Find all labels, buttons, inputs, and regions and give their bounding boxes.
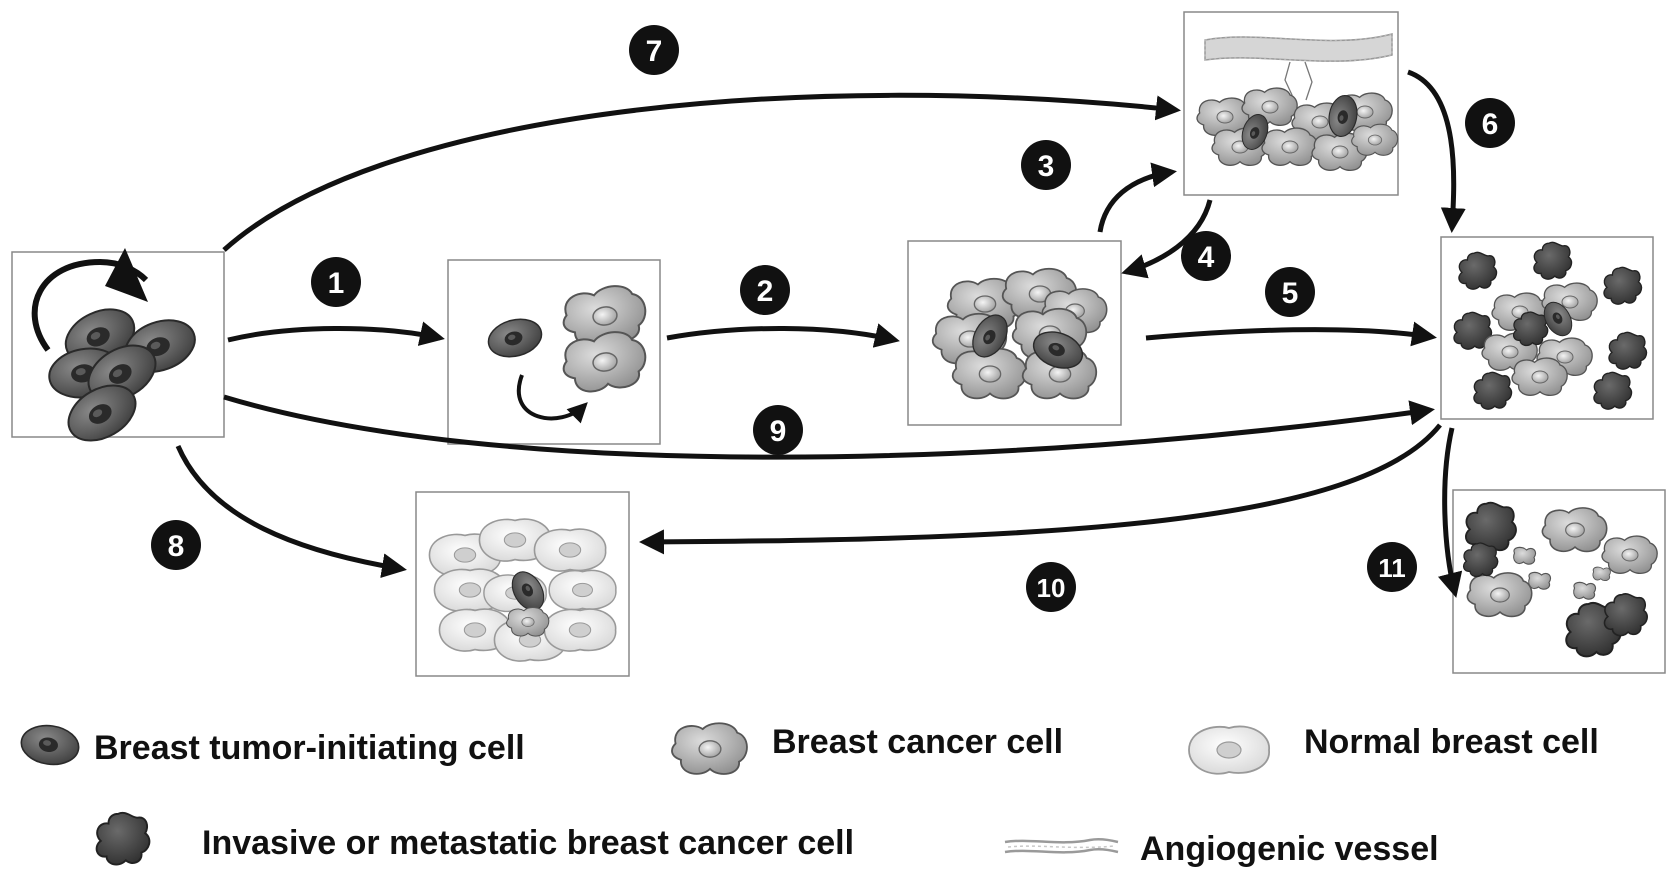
step-badge-2: 2 <box>740 265 790 315</box>
arrow-step-2 <box>666 323 900 348</box>
legend-cancer-cell-icon <box>671 722 748 775</box>
step-number: 5 <box>1282 277 1299 310</box>
arrow-step-4 <box>1121 199 1213 279</box>
arrow-step-10 <box>639 423 1442 555</box>
step-badge-7: 7 <box>629 25 679 75</box>
step-badge-5: 5 <box>1265 267 1315 317</box>
legend-label-cancer-cell: Breast cancer cell <box>772 723 1064 761</box>
arrow-step-1 <box>227 321 445 346</box>
step-badge-10: 10 <box>1026 562 1076 612</box>
legend-symbols <box>17 721 1271 866</box>
legend-normal-cell-icon <box>1188 725 1271 775</box>
step-badge-1: 1 <box>311 257 361 307</box>
panel-angiogenesis <box>1183 11 1399 196</box>
step-badge-6: 6 <box>1465 98 1515 148</box>
arrow-step-5 <box>1145 321 1437 347</box>
step-badge-3: 3 <box>1021 140 1071 190</box>
step-number: 9 <box>770 415 787 448</box>
panel-apoptosis <box>1452 489 1666 674</box>
step-number: 4 <box>1198 241 1215 274</box>
step-number: 10 <box>1037 573 1066 603</box>
step-number: 8 <box>168 530 185 563</box>
panel-invasion-metastasis <box>1440 236 1654 420</box>
step-badges: 1 2 3 4 5 6 7 8 9 10 11 <box>151 25 1515 612</box>
legend-tumor-initiating-icon <box>17 721 83 769</box>
panel-tumor-initiating-cluster <box>11 248 225 453</box>
arrows <box>175 69 1466 598</box>
step-number: 11 <box>1378 553 1406 583</box>
step-number: 1 <box>328 267 345 300</box>
step-badge-11: 11 <box>1367 542 1417 592</box>
arrow-step-3 <box>1097 162 1177 233</box>
arrow-step-11 <box>1437 427 1463 598</box>
step-number: 6 <box>1482 108 1499 141</box>
step-number: 2 <box>757 275 774 308</box>
arrow-step-6 <box>1407 69 1466 233</box>
arrow-step-9 <box>223 394 1435 460</box>
legend-label-metastatic-cell: Invasive or metastatic breast cancer cel… <box>202 824 855 862</box>
panel-tumor-mass <box>907 240 1122 426</box>
legend-label-normal-cell: Normal breast cell <box>1304 723 1599 761</box>
legend-metastatic-cell-icon <box>95 811 151 866</box>
step-badge-8: 8 <box>151 520 201 570</box>
step-number: 3 <box>1038 150 1055 183</box>
step-number: 7 <box>646 35 663 68</box>
step-badge-4: 4 <box>1181 231 1231 281</box>
arrow-step-8 <box>175 445 407 579</box>
legend-vessel-icon <box>1004 837 1119 854</box>
arrow-step-7 <box>222 92 1181 252</box>
legend-label-tumor-initiating: Breast tumor-initiating cell <box>94 729 525 767</box>
step-badge-9: 9 <box>753 405 803 455</box>
panel-normal-tissue <box>415 491 630 677</box>
legend-label-vessel: Angiogenic vessel <box>1140 830 1439 868</box>
panel-asymmetric-division <box>447 259 661 445</box>
